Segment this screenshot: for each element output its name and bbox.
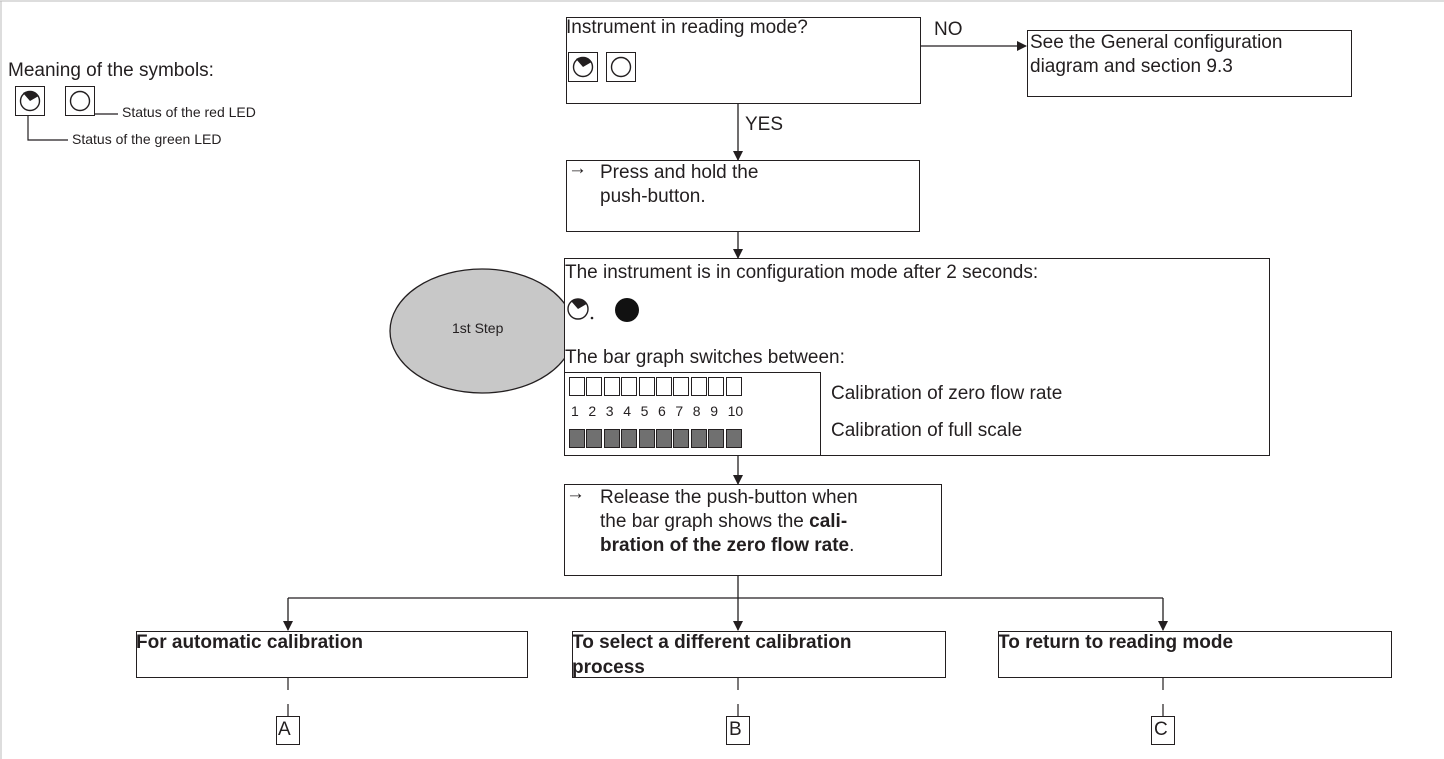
auto-calibration-text: For automatic calibration	[136, 632, 363, 653]
connector-label-a: A	[278, 719, 291, 740]
bar-number: 7	[675, 403, 684, 419]
bar-cell-full	[569, 429, 585, 448]
config-green-led-icon	[567, 298, 594, 320]
bar-cell-empty	[725, 377, 742, 396]
bar-cell-empty	[603, 377, 620, 396]
connector-label-c-box	[1151, 716, 1175, 745]
reading-red-led-icon	[610, 56, 632, 78]
cal-full-text: Calibration of full scale	[831, 420, 1023, 441]
release-line3: bration of the zero flow rate.	[600, 535, 854, 557]
bar-cell-full	[586, 429, 603, 448]
bar-cell-empty	[690, 377, 707, 396]
bar-number: 5	[640, 403, 649, 419]
bar-cell-full	[708, 429, 725, 448]
no-label: NO	[934, 19, 963, 40]
bar-number: 1	[571, 403, 579, 419]
bar-cell-full	[638, 429, 655, 448]
box-release	[564, 484, 942, 576]
connector-label-c: C	[1154, 719, 1168, 740]
legend-green-led-icon	[19, 90, 41, 112]
bar-number: 4	[623, 403, 631, 419]
bar-number: 6	[658, 403, 666, 419]
bar-number: 9	[710, 403, 718, 419]
bar-cell-full	[690, 429, 707, 448]
connector-label-b: B	[729, 719, 742, 740]
bar-cell-full	[673, 429, 690, 448]
return-reading-text: To return to reading mode	[998, 632, 1234, 653]
box-select-calibration	[572, 631, 946, 678]
release-line2: the bar graph shows the cali-	[600, 511, 847, 533]
box-see-general	[1027, 30, 1352, 97]
release-line1: Release the push-button when	[600, 487, 858, 508]
bar-cell-empty	[673, 377, 690, 396]
config-red-led-on-icon	[615, 298, 639, 322]
legend-title: Meaning of the symbols:	[8, 60, 214, 81]
box-return-reading	[998, 631, 1392, 678]
cal-zero-text: Calibration of zero flow rate	[831, 383, 1063, 404]
bar-cell-empty	[656, 377, 672, 396]
press-arrow-icon: →	[568, 158, 587, 179]
press-line1: Press and hold the	[600, 162, 759, 183]
see-general-line2: diagram and section 9.3	[1030, 56, 1233, 77]
reading-mode-question: Instrument in reading mode?	[566, 17, 808, 38]
reading-green-led-icon	[572, 56, 594, 78]
bar-switch-text: The bar graph switches between:	[565, 347, 845, 368]
bar-cell-empty	[638, 377, 655, 396]
release-line2-text: the bar graph shows the	[600, 511, 804, 532]
bar-cell-empty	[621, 377, 638, 396]
legend-red-led-icon	[69, 90, 91, 112]
bar-cell-full	[656, 429, 672, 448]
press-line2: push-button.	[600, 186, 706, 207]
connector-label-b-box	[726, 716, 750, 745]
bar-number: 10	[727, 403, 744, 419]
bar-cell-full	[621, 429, 638, 448]
legend-green-led-text: Status of the green LED	[72, 131, 222, 147]
connector-label-a-box	[276, 716, 300, 745]
config-mode-text: The instrument is in configuration mode …	[565, 262, 1039, 283]
bar-cell-empty	[708, 377, 725, 396]
box-auto-calibration	[136, 631, 528, 678]
bar-cell-full	[603, 429, 620, 448]
bar-cell-full	[725, 429, 742, 448]
bar-number: 3	[605, 403, 614, 419]
bar-number: 8	[692, 403, 701, 419]
bar-cell-empty	[569, 377, 585, 396]
release-bold2: bration of the zero flow rate	[600, 535, 850, 556]
bar-number: 2	[588, 403, 597, 419]
box-press-hold	[566, 160, 920, 232]
bar-cell-empty	[586, 377, 603, 396]
step-label: 1st Step	[452, 320, 504, 336]
yes-label: YES	[745, 114, 784, 135]
select-calibration-line1: To select a different calibration	[572, 632, 852, 653]
legend-red-led-text: Status of the red LED	[122, 104, 256, 120]
release-arrow-icon: →	[566, 483, 585, 504]
release-end: .	[849, 535, 855, 556]
release-bold1: cali-	[809, 511, 848, 532]
select-calibration-line2: process	[572, 657, 645, 678]
see-general-line1: See the General configuration	[1030, 32, 1283, 53]
